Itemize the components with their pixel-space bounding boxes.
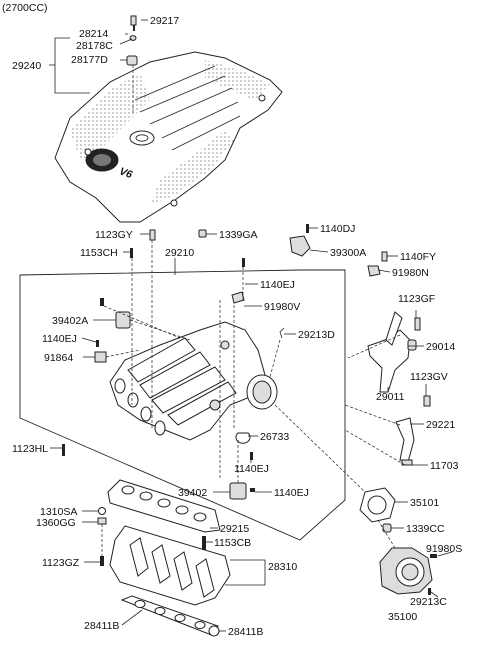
- part-label-39402A: 39402A: [52, 315, 88, 327]
- part-label-29011: 29011: [376, 391, 405, 403]
- brand-logo: [129, 130, 155, 146]
- part-label-1140EJ-left: 1140EJ: [42, 333, 77, 345]
- support-bracket: [344, 395, 431, 466]
- part-label-28178C: 28178C: [76, 40, 113, 52]
- part-label-28411B-right: 28411B: [228, 626, 263, 638]
- part-label-1140DJ: 1140DJ: [320, 223, 355, 235]
- part-label-28214: 28214: [79, 28, 108, 40]
- cover-small-parts: [126, 15, 138, 115]
- upper-intake-manifold: [109, 321, 278, 441]
- part-label-29215: 29215: [220, 523, 249, 535]
- part-label-35101: 35101: [410, 497, 439, 509]
- part-label-28310: 28310: [268, 561, 297, 573]
- part-label-1339GA: 1339GA: [219, 229, 258, 241]
- part-label-1123GY: 1123GY: [95, 229, 133, 241]
- throttle-body: [377, 519, 437, 595]
- manifold-bracket: [347, 311, 421, 393]
- part-label-1339CC: 1339CC: [406, 523, 445, 535]
- part-label-1153CB: 1153CB: [214, 537, 251, 549]
- cover-v6-text: V6: [118, 165, 134, 181]
- part-label-1123GF: 1123GF: [398, 293, 435, 305]
- part-label-1123GZ: 1123GZ: [42, 557, 80, 569]
- manifold-assembly-frame: [19, 269, 346, 541]
- part-label-29221: 29221: [426, 419, 455, 431]
- part-label-91864: 91864: [44, 352, 73, 364]
- part-label-29014: 29014: [426, 341, 455, 353]
- throttle-body-gasket: [274, 404, 408, 523]
- part-label-1360GG: 1360GG: [36, 517, 76, 529]
- engine-spec-label: (2700CC): [2, 2, 48, 14]
- part-label-1140FY: 1140FY: [400, 251, 436, 263]
- intake-gasket: [107, 479, 221, 533]
- top-fasteners: [130, 224, 309, 258]
- part-label-1140EJ-top: 1140EJ: [260, 279, 295, 291]
- engine-cover: V6: [54, 51, 283, 223]
- part-label-26733: 26733: [260, 431, 289, 443]
- part-label-29213D: 29213D: [298, 329, 335, 341]
- part-label-11703: 11703: [430, 460, 459, 472]
- part-label-29210: 29210: [165, 247, 194, 259]
- part-label-35100: 35100: [388, 611, 417, 623]
- part-label-1310SA: 1310SA: [40, 506, 77, 518]
- part-label-29217: 29217: [150, 15, 179, 27]
- part-label-28177D: 28177D: [71, 54, 108, 66]
- part-label-91980V: 91980V: [264, 301, 300, 313]
- part-label-91980S: 91980S: [426, 543, 462, 555]
- part-label-1123HL: 1123HL: [12, 443, 48, 455]
- part-label-1123GV: 1123GV: [410, 371, 448, 383]
- part-label-1140EJ-mid: 1140EJ: [234, 463, 269, 475]
- map-sensor: [289, 235, 329, 257]
- part-label-1153CH: 1153CH: [80, 247, 118, 259]
- lower-intake-manifold: [100, 524, 231, 606]
- part-label-91980N: 91980N: [392, 267, 429, 279]
- part-label-1140EJ-lower: 1140EJ: [274, 487, 309, 499]
- part-label-39402: 39402: [178, 487, 207, 499]
- lower-gasket: [120, 595, 220, 637]
- part-label-39300A: 39300A: [330, 247, 366, 259]
- part-label-29213C: 29213C: [410, 596, 447, 608]
- part-label-29240: 29240: [12, 60, 41, 72]
- part-label-28411B-left: 28411B: [84, 620, 119, 632]
